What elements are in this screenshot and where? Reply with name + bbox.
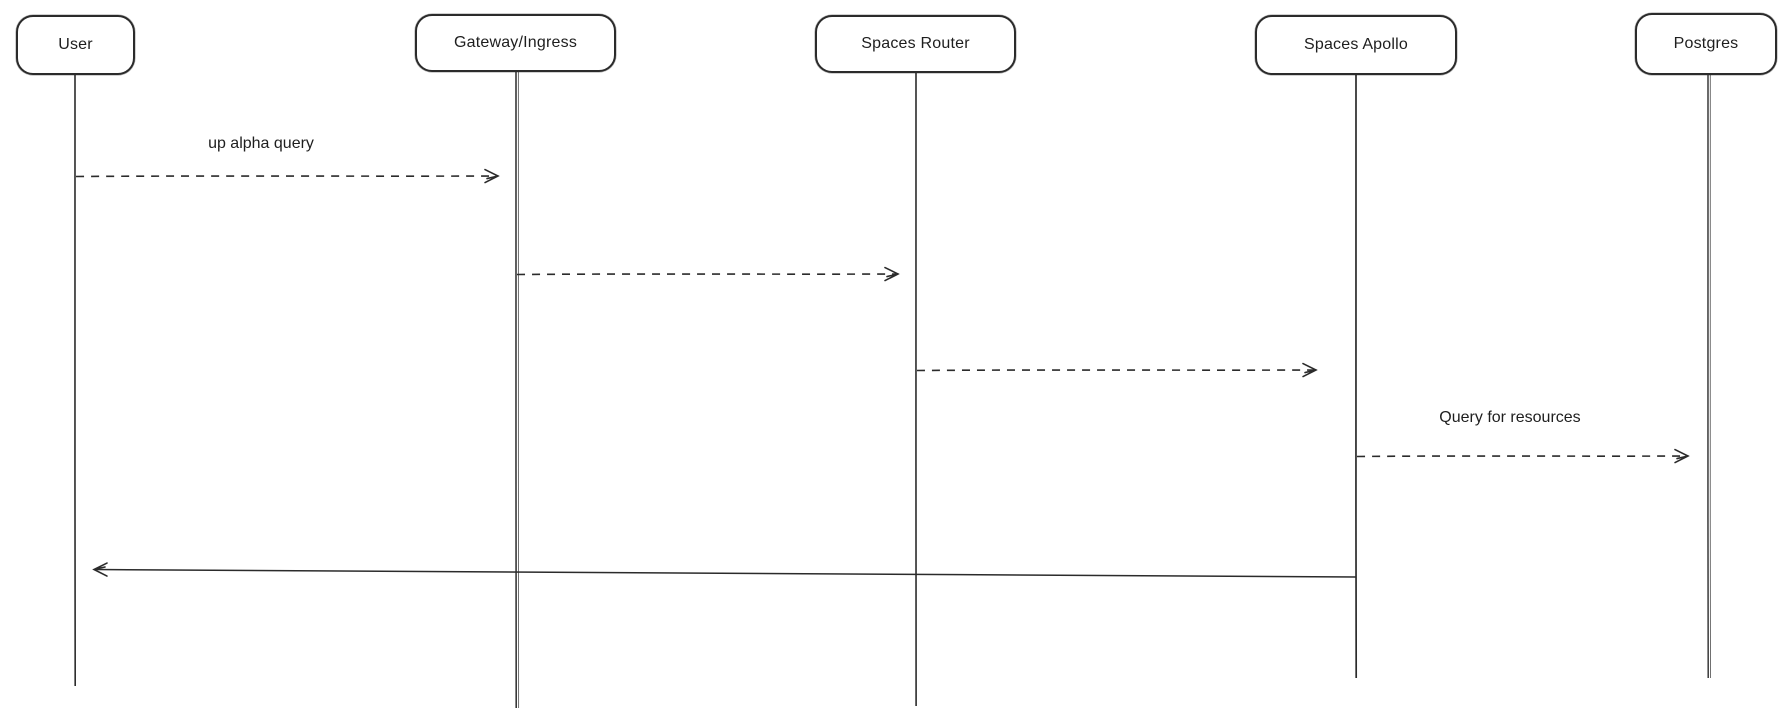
lifeline-gateway-ingress xyxy=(515,71,520,709)
actor-box-gateway-ingress: Gateway/Ingress xyxy=(415,14,616,72)
message-arrow-query-for-resources: Query for resources xyxy=(1356,409,1690,464)
message-arrow-return-to-user xyxy=(92,562,1357,578)
actor-label-spaces-router: Spaces Router xyxy=(861,35,970,52)
actor-label-gateway-ingress: Gateway/Ingress xyxy=(453,34,578,51)
message-arrow-gateway-to-router xyxy=(516,266,900,282)
actor-box-postgres: Postgres xyxy=(1635,13,1777,75)
actor-box-user: User xyxy=(16,15,135,75)
actor-label-user: User xyxy=(58,36,93,53)
message-label-up-alpha-query: up alpha query xyxy=(208,135,314,152)
actor-box-spaces-apollo: Spaces Apollo xyxy=(1255,15,1457,75)
message-label-query-for-resources: Query for resources xyxy=(1439,409,1580,426)
lifeline-postgres xyxy=(1707,74,1711,679)
actor-box-spaces-router: Spaces Router xyxy=(815,15,1016,73)
message-arrow-router-to-apollo xyxy=(916,362,1318,378)
message-arrow-up-alpha-query: up alpha query xyxy=(75,135,500,184)
actor-label-postgres: Postgres xyxy=(1673,35,1739,52)
actor-label-spaces-apollo: Spaces Apollo xyxy=(1303,36,1408,53)
